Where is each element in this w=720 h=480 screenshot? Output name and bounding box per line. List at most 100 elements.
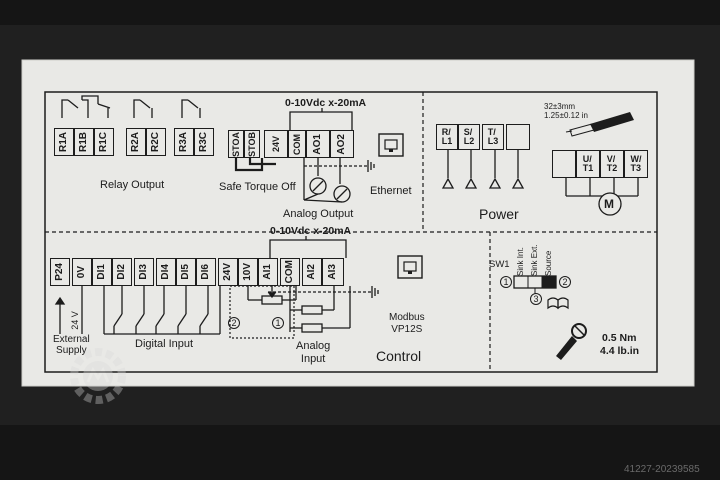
terminal-label: DI1: [96, 264, 107, 280]
terminal-label: 10V: [242, 263, 253, 281]
digital-input-wiring: [54, 286, 221, 335]
terminal: R3C: [194, 128, 214, 156]
terminal: R1B: [74, 128, 94, 156]
digital-input-label: Digital Input: [135, 338, 194, 350]
terminal: R2A: [126, 128, 146, 156]
analog-output-wiring: [289, 108, 375, 203]
terminal: R/ L1: [436, 124, 458, 150]
modbus-port-icon: [397, 255, 423, 279]
terminal-label: W/ T3: [630, 154, 642, 173]
terminal: 24V: [218, 258, 238, 286]
sw1-switch: [513, 275, 557, 294]
power-label: Power: [479, 206, 519, 222]
analog-output-label: Analog Output: [283, 208, 354, 220]
terminal: 0V: [72, 258, 92, 286]
terminal: AI1: [258, 258, 278, 286]
terminal-label: AO2: [336, 133, 347, 155]
power-input-wiring: [441, 150, 525, 189]
digital-input-switch: [155, 313, 165, 327]
ground-terminal: [506, 124, 530, 150]
terminal-label: U/ T1: [582, 154, 594, 173]
strip-length-spec: 32±3mm 1.25±0.12 in: [544, 102, 588, 120]
terminal: DI2: [112, 258, 132, 286]
terminal: R1C: [94, 128, 114, 156]
jumper-option-box: [229, 285, 295, 339]
manual-book-icon: [547, 297, 569, 310]
terminal-label: S/ L2: [463, 127, 475, 146]
terminal-label: DI5: [180, 264, 191, 280]
external-supply-label: External Supply: [53, 334, 90, 356]
analog-input-label: Analog Input: [296, 340, 331, 365]
digital-input-switch: [199, 313, 209, 327]
terminal-label: AI1: [262, 264, 273, 280]
terminal-label: COM: [284, 260, 295, 284]
sw1-option-label: Sink Int.: [516, 247, 525, 276]
ground-terminal: [552, 150, 576, 178]
terminal: R3A: [174, 128, 194, 156]
screwdriver-icon: [556, 323, 587, 360]
terminal-label: COM: [291, 133, 302, 155]
terminal: R2C: [146, 128, 166, 156]
terminal-label: R3A: [178, 131, 189, 152]
ethernet-label: Ethernet: [370, 185, 412, 197]
terminal-label: STOA: [230, 131, 241, 157]
terminal-label: R1B: [78, 131, 89, 152]
terminal: P24: [50, 258, 70, 286]
terminal: DI3: [134, 258, 154, 286]
terminal-label: 24V: [270, 135, 281, 152]
terminal: S/ L2: [458, 124, 480, 150]
sw1-option-label: Source: [544, 250, 553, 276]
motor-wiring: [565, 178, 639, 216]
terminal: R1A: [54, 128, 74, 156]
terminal: DI4: [156, 258, 176, 286]
sw1-marker-3: 3: [530, 293, 542, 305]
control-analog-wiring: [247, 236, 379, 333]
terminal: AI3: [322, 258, 344, 286]
terminal-label: R1C: [98, 131, 109, 152]
terminal: V/ T2: [600, 150, 624, 178]
safe-torque-off-label: Safe Torque Off: [219, 181, 296, 193]
terminal-label: R2C: [150, 131, 161, 152]
terminal-label: AO1: [312, 133, 323, 155]
terminal: U/ T1: [576, 150, 600, 178]
control-label: Control: [376, 348, 422, 364]
relay-output-label: Relay Output: [100, 179, 165, 191]
terminal: AO1: [306, 130, 330, 158]
terminal-label: DI4: [160, 264, 171, 280]
digital-input-switch: [113, 313, 123, 327]
terminal-label: 24V: [222, 263, 233, 281]
sw1-option-label: Sink Ext.: [530, 244, 539, 276]
terminal-label: DI2: [116, 264, 127, 280]
digital-input-switch: [135, 313, 145, 327]
sw1-label: SW1: [489, 259, 510, 270]
torque-nm: 0.5 Nm: [602, 332, 637, 344]
analog-output-range: 0-10Vdc x-20mA: [285, 97, 367, 109]
terminal-label: STOB: [246, 131, 257, 157]
supply-voltage-label: 24 V: [69, 311, 80, 330]
watermark-id: 41227-20239585: [624, 464, 700, 475]
terminal: DI1: [92, 258, 112, 286]
terminal-label: AI2: [306, 264, 317, 280]
terminal: STOB: [244, 130, 260, 158]
terminal: STOA: [228, 130, 244, 158]
digital-input-switch: [177, 313, 187, 327]
motor-symbol: M: [604, 197, 614, 211]
sw1-marker-2: 2: [559, 276, 571, 288]
control-analog-range: 0-10Vdc x-20mA: [270, 225, 352, 237]
terminal-label: AI3: [327, 264, 338, 280]
sto-jumper: [234, 158, 276, 172]
terminal-label: V/ T2: [606, 154, 618, 173]
terminal-label: R2A: [130, 131, 141, 152]
terminal-label: 0V: [76, 265, 87, 279]
terminal-label: DI3: [138, 264, 149, 280]
terminal: DI5: [176, 258, 196, 286]
terminal-label: R1A: [58, 131, 69, 152]
terminal: 24V: [264, 130, 288, 158]
watermark-logo: [70, 348, 126, 404]
ethernet-port-icon: [378, 133, 404, 157]
relay-contacts: [61, 95, 201, 118]
terminal: COM: [280, 258, 300, 286]
modbus-label: Modbus VP12S: [389, 312, 425, 335]
terminal: W/ T3: [624, 150, 648, 178]
terminal-label: P24: [54, 263, 65, 281]
